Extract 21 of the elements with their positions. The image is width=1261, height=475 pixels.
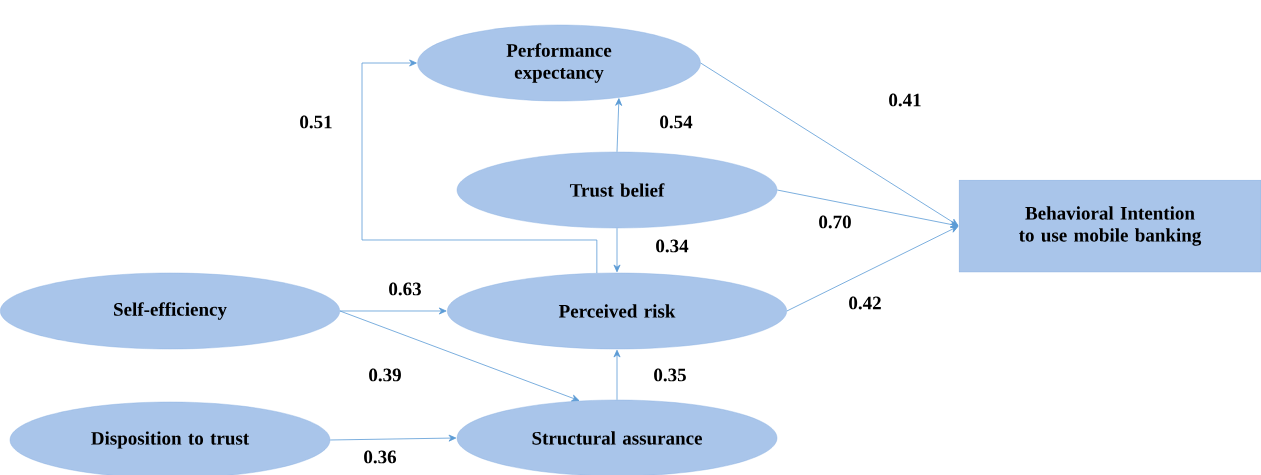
arrow (613, 227, 621, 273)
arrow (339, 307, 447, 315)
arrow (700, 62, 959, 226)
edge-label: 0.51 (298, 114, 334, 130)
arrow (361, 59, 598, 274)
arrow (613, 349, 621, 401)
arrow (786, 226, 959, 312)
edge-label: 0.54 (658, 114, 694, 130)
edge-label: 0.36 (362, 449, 398, 465)
edge-label: 0.41 (887, 92, 923, 108)
edge-label: 0.70 (817, 214, 853, 230)
edge-label: 0.63 (387, 281, 423, 297)
edge-label: 0.34 (654, 238, 690, 254)
edge-label: 0.35 (652, 367, 688, 383)
arrow (329, 434, 457, 442)
edge-label: 0.42 (847, 295, 883, 311)
arrow (615, 98, 623, 153)
arrow (776, 189, 959, 228)
arrow (339, 310, 580, 402)
edge-label: 0.39 (367, 367, 403, 383)
outcome-box: Behavioral Intention to use mobile banking (958, 179, 1261, 273)
